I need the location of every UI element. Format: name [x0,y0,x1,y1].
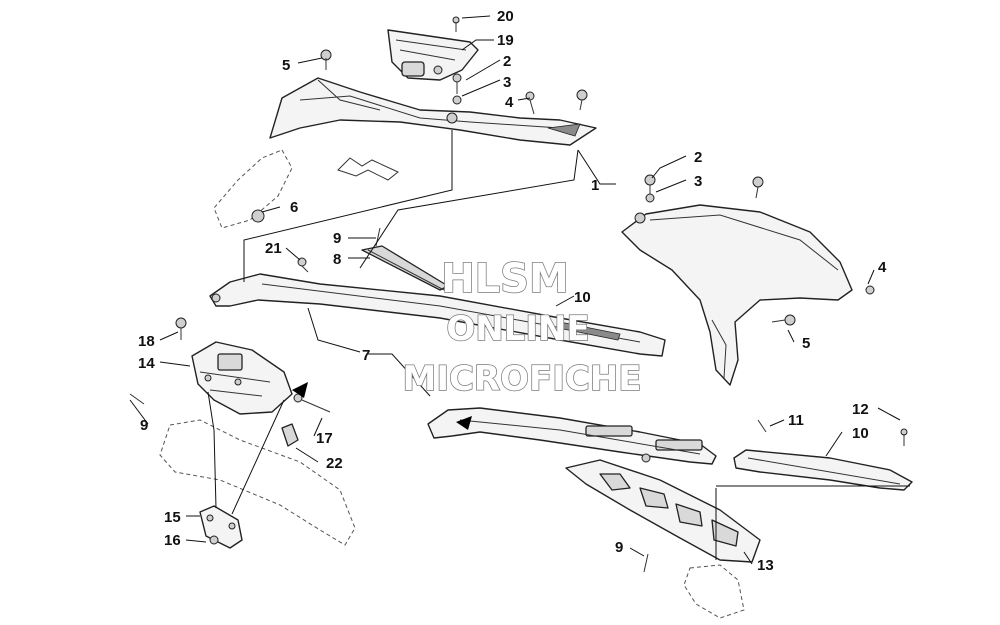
callout-5-right: 5 [802,335,810,352]
callout-8: 8 [333,251,341,268]
watermark-line-3: MICROFICHE [402,359,641,399]
callout-12: 12 [852,401,869,418]
callout-21: 21 [265,240,282,257]
callout-14: 14 [138,355,155,372]
watermark-line-2: ONLINE [446,309,589,349]
callout-labels: 20 19 5 2 3 4 1 2 3 6 21 9 8 10 4 5 18 1… [138,8,887,574]
callout-2-right: 2 [694,149,702,166]
callout-13: 13 [757,557,774,574]
part-7-upper-rail [209,273,666,357]
callout-10: 10 [574,289,591,306]
part-7-lower-rail [427,407,717,465]
callout-2: 2 [503,53,511,70]
callout-11: 11 [788,412,804,429]
part-6-nut [251,209,265,223]
callout-1: 1 [591,177,599,194]
callout-9: 9 [333,230,341,247]
part-14-bracket [191,341,293,415]
callout-10-right: 10 [852,425,869,442]
part-13-lattice-plate [565,459,761,563]
callout-16: 16 [164,532,181,549]
leader-lines [129,15,910,565]
part-8-strip [361,245,449,291]
part-1-upper-panel [269,77,597,146]
callout-18: 18 [138,333,155,350]
callout-3: 3 [503,74,511,91]
part-15-plate [199,505,243,549]
callout-6: 6 [290,199,298,216]
callout-9-left: 9 [140,417,148,434]
callout-4-right: 4 [878,259,887,276]
ghost-lower-bracket [683,564,745,619]
part-22-clip [281,423,299,447]
callout-5: 5 [282,57,290,74]
callout-7: 7 [362,347,370,364]
ghost-left-cover [159,419,356,546]
watermark: HLSM ONLINE MICROFICHE [402,255,643,400]
part-1-right-panel [621,204,853,386]
callout-9-bottom: 9 [615,539,623,556]
arrow-marker-left [292,382,308,398]
callout-4: 4 [505,94,514,111]
callout-15: 15 [164,509,181,526]
callout-19: 19 [497,32,514,49]
callout-17: 17 [316,430,333,447]
arrow-marker-center [456,416,472,430]
callout-22: 22 [326,455,343,472]
callout-20: 20 [497,8,514,25]
cable-clip [337,157,399,181]
part-10-step-bracket [733,449,913,491]
part-19-housing [387,29,479,81]
fasteners [129,16,908,573]
callout-3-right: 3 [694,173,702,190]
ghost-left-bracket [213,149,293,229]
watermark-line-1: HLSM [441,256,569,302]
